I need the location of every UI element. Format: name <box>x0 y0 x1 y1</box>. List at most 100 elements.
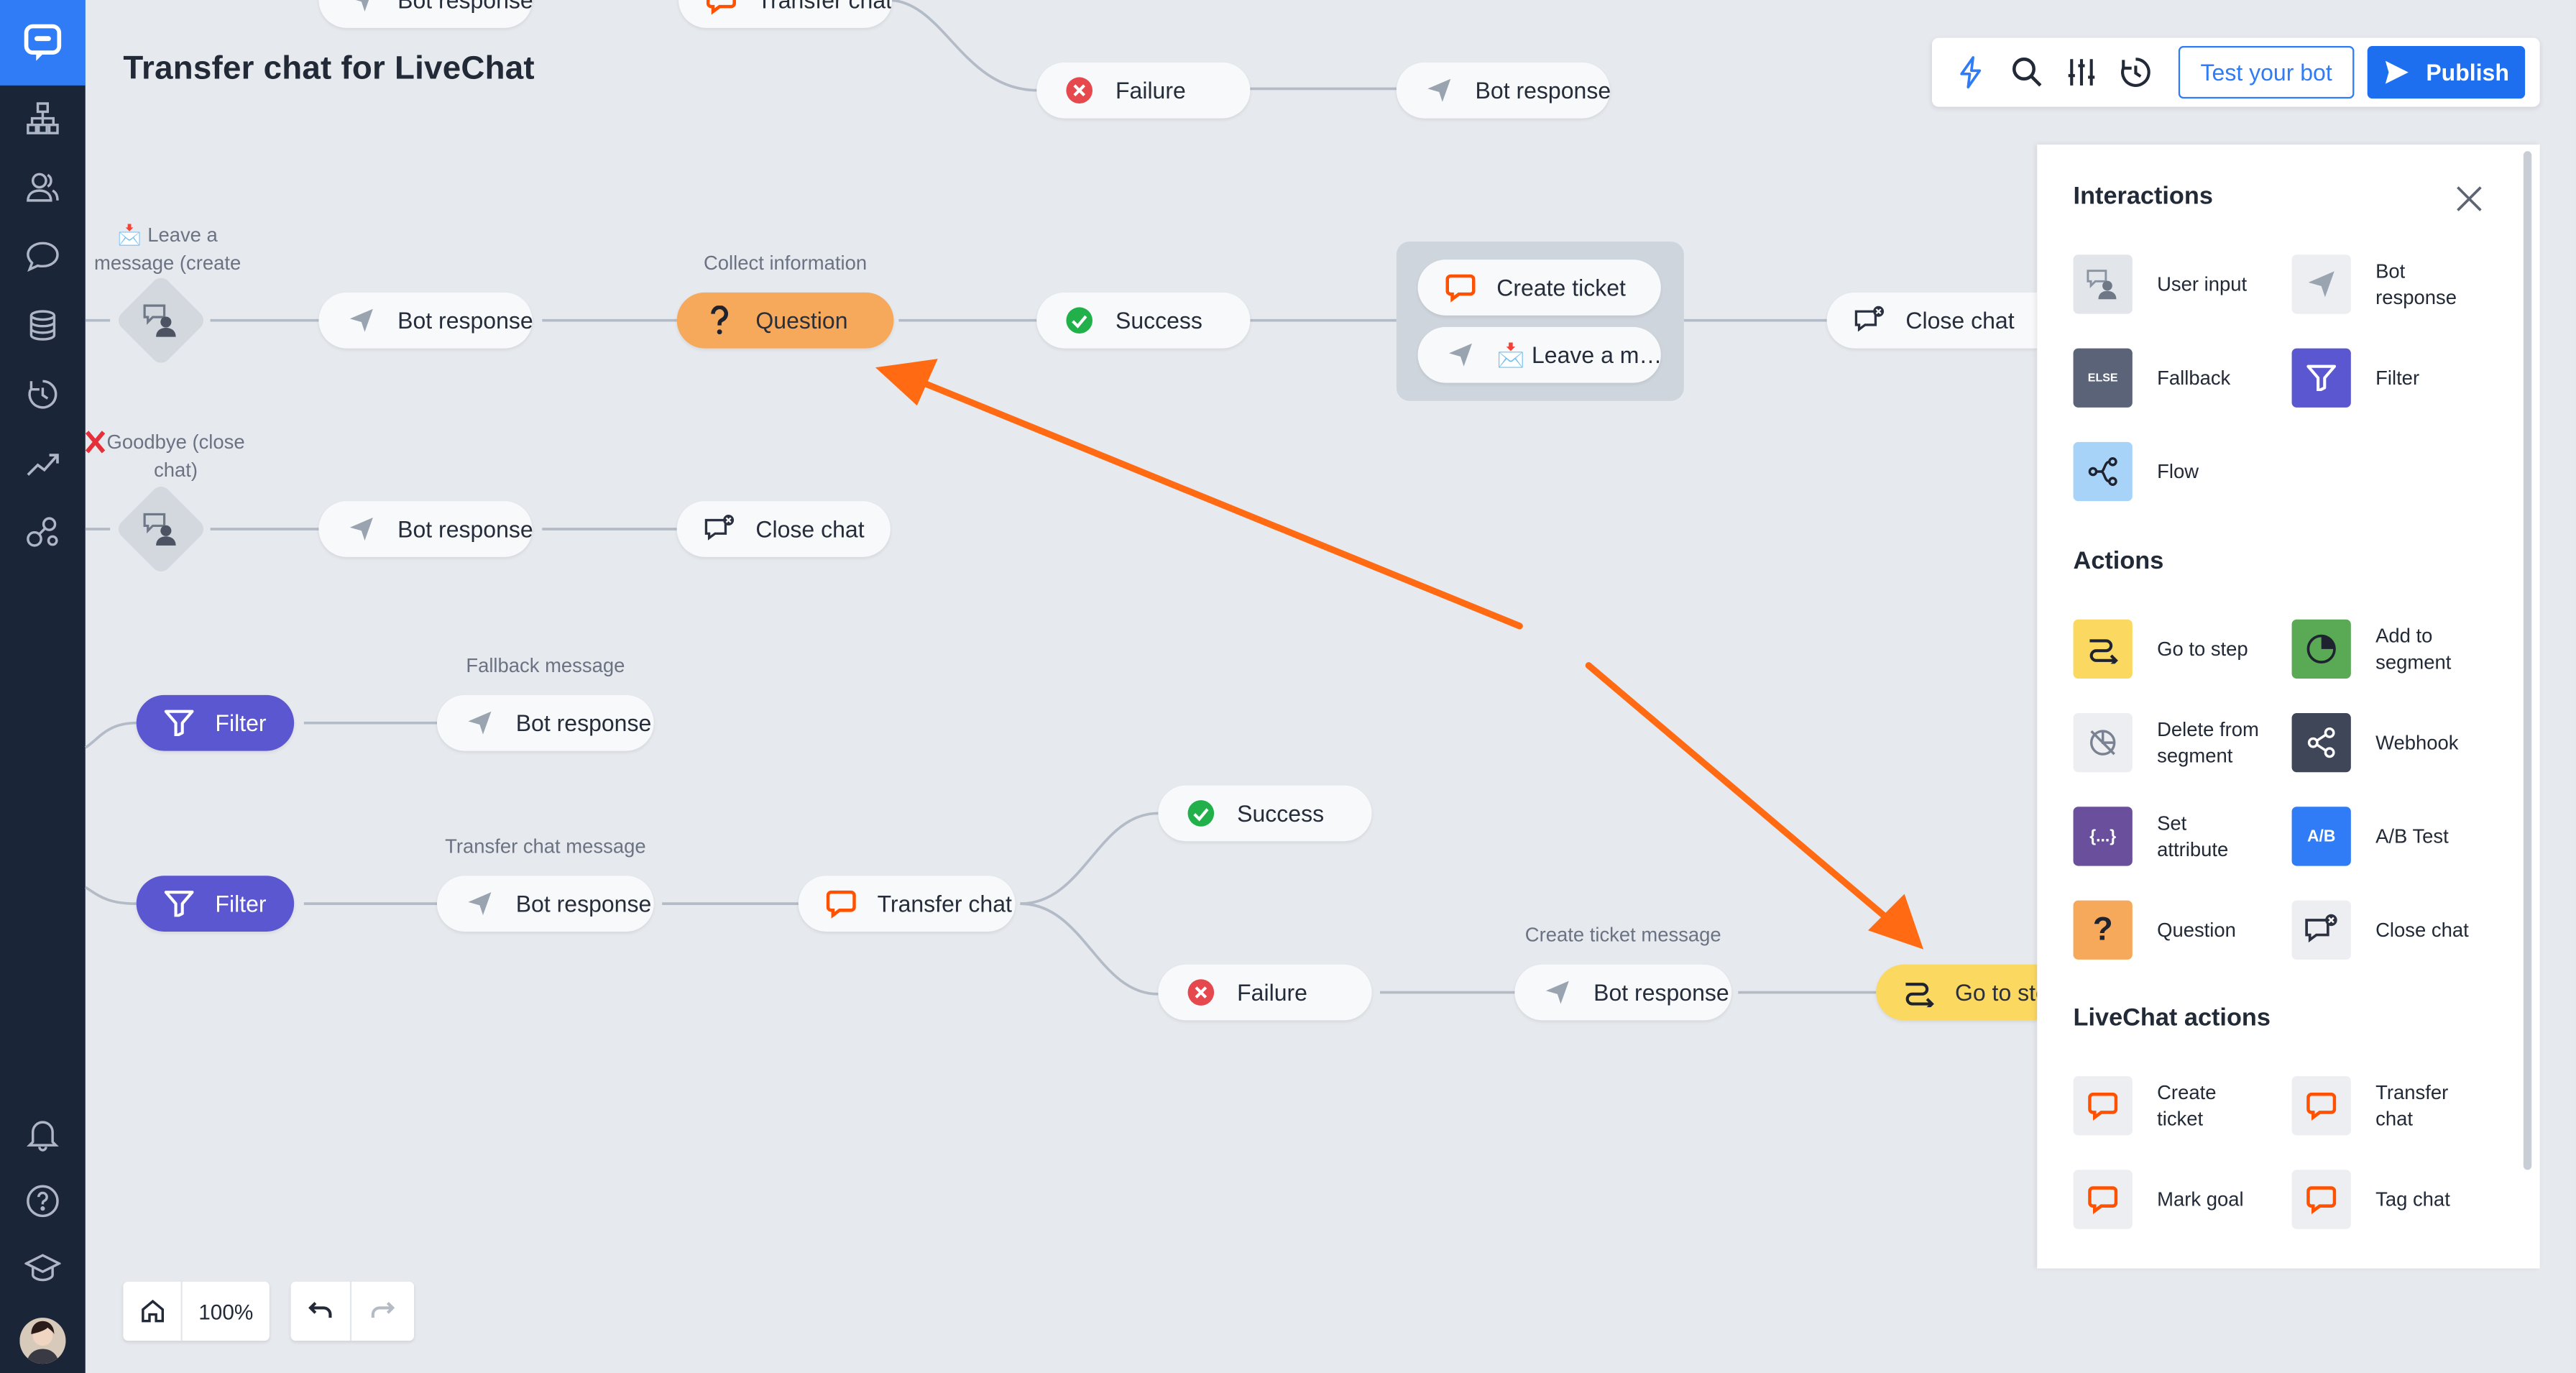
user-avatar[interactable] <box>19 1318 66 1364</box>
panel-item-tag-chat[interactable]: Tag chat <box>2291 1167 2506 1232</box>
lightning-icon[interactable] <box>1954 54 1990 90</box>
flow-node-close-chat[interactable]: Close chat <box>1826 292 2038 349</box>
failure-icon <box>1063 74 1096 107</box>
flow-node-question[interactable]: Question <box>676 292 894 349</box>
flow-node-success[interactable]: Success <box>1036 292 1251 349</box>
history-controls <box>290 1281 414 1341</box>
notifications-icon[interactable] <box>22 1112 64 1154</box>
user-input-icon <box>128 496 193 561</box>
fallback-icon: ELSE <box>2073 348 2133 408</box>
filter-icon <box>2291 348 2351 408</box>
home-button[interactable] <box>123 1281 183 1341</box>
panel-item-webhook[interactable]: Webhook <box>2291 710 2506 775</box>
panel-item-question[interactable]: ? Question <box>2073 897 2287 963</box>
panel-item-transfer-chat[interactable]: Transfer chat <box>2291 1073 2506 1139</box>
flow-node-filter[interactable]: Filter <box>136 876 295 932</box>
chats-icon[interactable] <box>22 235 64 277</box>
flow-node-close-chat[interactable]: Close chat <box>676 501 891 557</box>
bot-response-label: Fallback message <box>466 653 625 677</box>
go-to-step-icon <box>1903 976 1936 1009</box>
add-to-segment-icon <box>2291 619 2351 679</box>
flow-node-filter[interactable]: Filter <box>136 694 295 751</box>
flow-icon <box>2073 441 2133 502</box>
flow-node-failure[interactable]: Failure <box>1158 964 1372 1021</box>
undo-button[interactable] <box>291 1281 352 1341</box>
publish-button[interactable]: Publish <box>2367 45 2526 99</box>
livechat-actions-heading: LiveChat actions <box>2073 1004 2271 1032</box>
panel-item-close-chat[interactable]: Close chat <box>2291 897 2506 963</box>
flow-node-leave-message[interactable]: 📩 Leave a m… <box>1417 326 1661 383</box>
panel-item-create-ticket[interactable]: Create ticket <box>2073 1073 2287 1139</box>
bot-response-icon <box>464 887 497 920</box>
history-icon[interactable] <box>2117 54 2153 90</box>
audience-icon[interactable] <box>22 166 64 208</box>
close-chat-icon <box>1853 304 1886 337</box>
home-icon <box>139 1298 165 1325</box>
flow-node-transfer-chat[interactable]: Transfer chat <box>798 876 1016 932</box>
livechat-icon <box>1444 271 1477 304</box>
user-input-label: Goodbye (close chat) <box>106 430 245 482</box>
ab-test-icon: A/B <box>2291 807 2351 866</box>
bot-response-label: Create ticket message <box>1524 923 1721 947</box>
flow-node-go-to-step[interactable]: Go to step <box>1876 964 2038 1021</box>
bot-response-icon <box>345 0 378 17</box>
help-icon[interactable] <box>22 1180 64 1222</box>
chatbot-logo-icon[interactable] <box>0 0 86 86</box>
user-input-icon <box>2073 254 2133 314</box>
search-icon[interactable] <box>2009 54 2045 90</box>
test-your-bot-button[interactable]: Test your bot <box>2178 45 2355 99</box>
panel-item-delete-from-segment[interactable]: Delete from segment <box>2073 710 2287 775</box>
bot-response-icon <box>464 707 497 740</box>
panel-item-fallback[interactable]: ELSE Fallback <box>2073 345 2287 410</box>
flow-node-bot-response[interactable]: Bot response <box>436 694 654 751</box>
delete-from-segment-icon <box>2073 712 2133 773</box>
redo-button[interactable] <box>351 1282 414 1341</box>
flow-node-create-ticket[interactable]: Create ticket <box>1417 260 1661 316</box>
panel-item-add-to-segment[interactable]: Add to segment <box>2291 616 2506 681</box>
close-icon[interactable] <box>2455 184 2484 213</box>
flow-node-bot-response[interactable]: Bot response <box>318 501 533 557</box>
panel-item-bot-response[interactable]: Bot response <box>2291 252 2506 317</box>
zoom-level[interactable]: 100% <box>198 1298 254 1324</box>
panel-item-flow[interactable]: Flow <box>2073 438 2287 504</box>
livechat-icon <box>824 887 857 920</box>
sliders-icon[interactable] <box>2064 54 2099 90</box>
set-attribute-icon: {...} <box>2073 807 2133 866</box>
database-icon[interactable] <box>22 304 64 346</box>
success-icon <box>1063 304 1096 337</box>
flow-node-bot-response[interactable]: Bot response <box>1514 964 1732 1021</box>
reports-icon[interactable] <box>22 442 64 485</box>
panel-item-filter[interactable]: Filter <box>2291 345 2506 410</box>
flow-node-bot-response[interactable]: Bot response <box>318 292 533 349</box>
redo-icon <box>369 1300 396 1323</box>
flow-node-bot-response[interactable]: Bot response <box>318 0 533 28</box>
panel-item-user-input[interactable]: User input <box>2073 252 2287 317</box>
bot-response-label: Transfer chat message <box>445 835 646 858</box>
panel-item-ab-test[interactable]: A/B A/B Test <box>2291 804 2506 869</box>
success-icon <box>1184 797 1218 830</box>
flow-node-transfer-chat[interactable]: Transfer chat <box>678 0 893 28</box>
panel-item-go-to-step[interactable]: Go to step <box>2073 616 2287 681</box>
zoom-controls: 100% <box>123 1281 270 1341</box>
integrations-icon[interactable] <box>22 511 64 554</box>
panel-scrollbar[interactable] <box>2523 151 2532 1170</box>
bot-response-icon <box>1444 339 1477 372</box>
flow-node-bot-response[interactable]: Bot response <box>436 876 654 932</box>
panel-item-set-attribute[interactable]: {...} Set attribute <box>2073 804 2287 869</box>
close-chat-icon <box>703 513 736 546</box>
flow-node-failure[interactable]: Failure <box>1036 62 1251 119</box>
panel-item-mark-goal[interactable]: Mark goal <box>2073 1167 2287 1232</box>
history-icon[interactable] <box>22 373 64 415</box>
user-input-label: 📩 Leave a message (create … <box>93 223 242 303</box>
sidebar <box>0 0 86 1373</box>
flow-node-bot-response[interactable]: Bot response <box>1396 62 1610 119</box>
go-to-step-icon <box>2073 619 2133 679</box>
webhook-icon <box>2291 712 2351 773</box>
bot-response-icon <box>2291 254 2351 314</box>
flow-node-success[interactable]: Success <box>1158 785 1372 842</box>
interactions-heading: Interactions <box>2073 182 2213 211</box>
academy-icon[interactable] <box>22 1247 64 1290</box>
stories-icon[interactable] <box>22 97 64 139</box>
question-icon: ? <box>2073 900 2133 960</box>
top-toolbar: Test your bot Publish <box>1931 37 2540 107</box>
